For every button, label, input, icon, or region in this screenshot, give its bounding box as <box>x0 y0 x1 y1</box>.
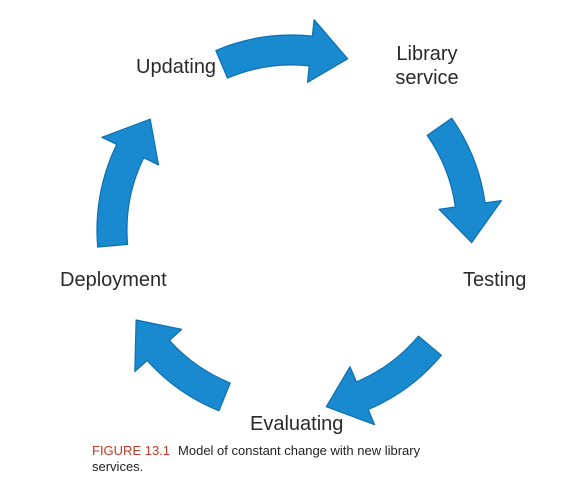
caption-text: Model of constant change with new librar… <box>92 443 421 474</box>
stage-label-library-line2: service <box>395 67 459 89</box>
stage-label-library-service: Library service <box>391 42 463 90</box>
arrow-evaluating-to-deployment <box>134 319 231 412</box>
stage-label-updating: Updating <box>136 56 217 78</box>
arrow-deployment-to-updating <box>96 118 160 248</box>
stage-label-library-line1: Library <box>396 43 458 65</box>
stage-label-evaluating: Evaluating <box>250 413 344 435</box>
stage-label-testing: Testing <box>463 269 527 291</box>
arrow-library-service-to-testing <box>426 117 502 244</box>
arrow-updating-to-library-service <box>215 19 349 83</box>
caption-figure-number: FIGURE 13.1 <box>92 443 171 458</box>
arrow-testing-to-evaluating <box>325 335 442 426</box>
stage-label-deployment: Deployment <box>60 269 167 291</box>
